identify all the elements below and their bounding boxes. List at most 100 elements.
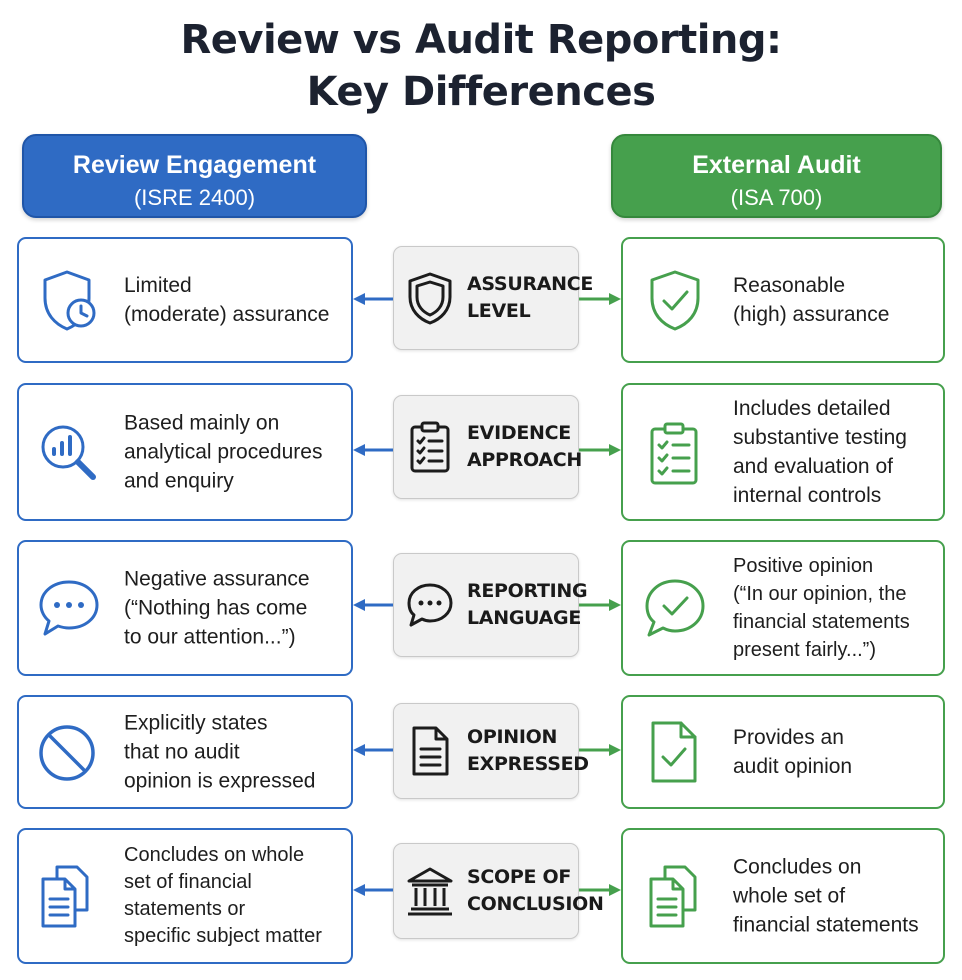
review-header-subtitle: (ISRE 2400) — [133, 185, 256, 210]
audit-assurance-text: Reasonable (high) assurance — [733, 271, 933, 329]
text-line: Based mainly on — [124, 411, 280, 435]
arrow-left-icon — [353, 744, 393, 756]
label-line: LANGUAGE — [467, 607, 582, 629]
text-line: substantive testing — [733, 426, 907, 449]
document-icon — [412, 726, 449, 776]
title-line-2: Key Differences — [306, 69, 656, 115]
text-line: Includes detailed — [733, 397, 891, 420]
audit-reporting-box: Positive opinion (“In our opinion, the f… — [621, 540, 945, 676]
clipboard-checklist-icon — [410, 421, 450, 473]
text-line: internal controls — [733, 484, 882, 507]
magnifier-chart-icon — [41, 425, 96, 480]
text-line: Provides an — [733, 726, 844, 749]
arrow-left-icon — [353, 293, 393, 305]
review-opinion-box: Explicitly states that no audit opinion … — [17, 695, 353, 809]
audit-opinion-text: Provides an audit opinion — [733, 723, 933, 781]
bank-building-icon — [407, 867, 453, 916]
review-scope-text: Concludes on whole set of financial stat… — [124, 842, 341, 950]
review-engagement-header: Review Engagement (ISRE 2400) — [22, 134, 367, 218]
arrow-right-icon — [579, 444, 621, 456]
speech-bubble-icon — [407, 583, 453, 627]
external-audit-header: External Audit (ISA 700) — [611, 134, 942, 218]
shield-check-icon — [650, 270, 700, 331]
shield-icon — [408, 272, 452, 325]
label-line: LEVEL — [467, 300, 531, 322]
audit-assurance-box: Reasonable (high) assurance — [621, 237, 945, 363]
text-line: that no audit — [124, 740, 240, 764]
text-line: set of financial — [124, 871, 252, 893]
arrow-left-icon — [353, 444, 393, 456]
text-line: and enquiry — [124, 469, 234, 493]
arrow-left-icon — [353, 884, 393, 896]
text-line: Explicitly states — [124, 711, 268, 735]
criterion-evidence-approach: EVIDENCE APPROACH — [393, 395, 582, 499]
audit-opinion-box: Provides an audit opinion — [621, 695, 945, 809]
audit-scope-text: Concludes on whole set of financial stat… — [733, 853, 933, 940]
criterion-label: SCOPE OF CONCLUSION — [467, 864, 604, 918]
criterion-label: OPINION EXPRESSED — [467, 724, 589, 778]
review-assurance-box: Limited (moderate) assurance — [17, 237, 353, 363]
review-reporting-box: Negative assurance (“Nothing has come to… — [17, 540, 353, 676]
review-opinion-text: Explicitly states that no audit opinion … — [124, 709, 341, 796]
prohibited-icon — [39, 725, 95, 781]
text-line: Reasonable — [733, 274, 846, 297]
speech-bubble-dots-icon — [39, 580, 99, 636]
text-line: financial statements — [733, 913, 919, 937]
label-line: EVIDENCE — [467, 422, 571, 444]
shield-clock-icon — [43, 270, 96, 331]
text-line: statements or — [124, 898, 246, 920]
text-line: Concludes on — [733, 855, 862, 879]
text-line: (high) assurance — [733, 303, 890, 326]
text-line: and evaluation of — [733, 455, 893, 478]
review-evidence-text: Based mainly on analytical procedures an… — [124, 409, 341, 496]
text-line: to our attention...”) — [124, 625, 296, 649]
review-scope-box: Concludes on whole set of financial stat… — [17, 828, 353, 964]
audit-scope-box: Concludes on whole set of financial stat… — [621, 828, 945, 964]
label-line: ASSURANCE — [467, 273, 594, 295]
audit-reporting-text: Positive opinion (“In our opinion, the f… — [733, 552, 933, 664]
label-line: REPORTING — [467, 580, 588, 602]
criterion-opinion-expressed: OPINION EXPRESSED — [393, 703, 589, 799]
arrow-right-icon — [579, 293, 621, 305]
speech-bubble-check-icon — [645, 579, 705, 637]
arrow-right-icon — [579, 884, 621, 896]
label-line: APPROACH — [467, 449, 582, 471]
arrow-right-icon — [579, 599, 621, 611]
label-line: CONCLUSION — [467, 893, 604, 915]
text-line: specific subject matter — [124, 925, 322, 947]
criterion-scope-of-conclusion: SCOPE OF CONCLUSION — [393, 843, 604, 939]
text-line: financial statements — [733, 611, 910, 633]
text-line: present fairly...”) — [733, 639, 876, 661]
criterion-assurance-level: ASSURANCE LEVEL — [393, 246, 593, 350]
documents-stack-icon — [41, 865, 89, 928]
label-line: OPINION — [467, 726, 558, 748]
label-line: SCOPE OF — [467, 866, 572, 888]
text-line: (“In our opinion, the — [733, 583, 907, 605]
criterion-label: REPORTING LANGUAGE — [467, 578, 588, 632]
text-line: opinion is expressed — [124, 769, 316, 793]
title-line-1: Review vs Audit Reporting: — [180, 17, 782, 63]
arrow-left-icon — [353, 599, 393, 611]
text-line: analytical procedures — [124, 440, 323, 464]
documents-stack-icon — [649, 865, 697, 928]
review-assurance-text: Limited (moderate) assurance — [124, 271, 341, 329]
text-line: Negative assurance — [124, 567, 310, 591]
arrow-right-icon — [579, 744, 621, 756]
audit-evidence-text: Includes detailed substantive testing an… — [733, 394, 933, 510]
review-reporting-text: Negative assurance (“Nothing has come to… — [124, 565, 341, 652]
text-line: audit opinion — [733, 755, 853, 778]
audit-header-title: External Audit — [692, 151, 861, 179]
text-line: Concludes on whole — [124, 844, 305, 866]
review-header-title: Review Engagement — [72, 151, 317, 179]
criterion-reporting-language: REPORTING LANGUAGE — [393, 553, 588, 657]
text-line: Limited — [124, 274, 192, 297]
document-check-icon — [651, 721, 697, 783]
criterion-label: ASSURANCE LEVEL — [467, 271, 593, 325]
clipboard-checklist-icon — [650, 422, 698, 485]
audit-evidence-box: Includes detailed substantive testing an… — [621, 383, 945, 521]
audit-header-subtitle: (ISA 700) — [730, 185, 823, 210]
text-line: Positive opinion — [733, 555, 874, 577]
review-evidence-box: Based mainly on analytical procedures an… — [17, 383, 353, 521]
label-line: EXPRESSED — [467, 753, 589, 775]
page-title: Review vs Audit Reporting: Key Differenc… — [0, 14, 962, 118]
